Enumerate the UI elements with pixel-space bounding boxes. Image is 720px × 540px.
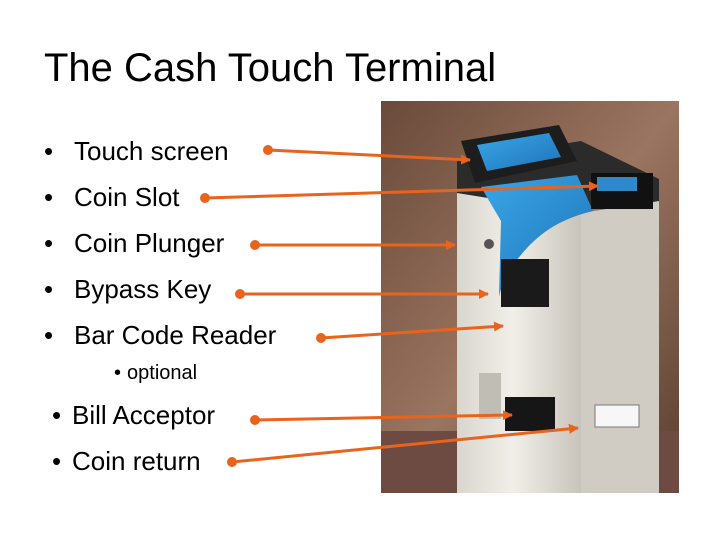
list-item-label: Coin Plunger	[74, 228, 225, 258]
bullet: •	[44, 136, 54, 166]
arrow-dot	[235, 289, 245, 299]
sub-item: •optional	[114, 360, 197, 386]
arrow-dot	[250, 240, 260, 250]
card-reader	[501, 259, 549, 307]
list-item-label: Bill Acceptor	[72, 400, 216, 430]
arrow-dot	[200, 193, 210, 203]
list-item-label: Bypass Key	[74, 274, 212, 304]
bullet: •	[44, 274, 54, 304]
list-item-label: Coin Slot	[74, 182, 180, 212]
sub-item-label: optional	[127, 362, 198, 384]
bypass-key-lock	[484, 239, 494, 249]
slide-title: The Cash Touch Terminal	[44, 46, 497, 90]
coin-return	[594, 404, 640, 428]
bullet: •	[114, 362, 122, 384]
bullet: •	[44, 320, 54, 350]
coin-slot-label	[597, 177, 637, 191]
list-item-label: Coin return	[72, 446, 201, 476]
list-item-label: Touch screen	[74, 136, 229, 166]
arrow-dot	[250, 415, 260, 425]
touch-screen	[477, 133, 561, 171]
bullet: •	[44, 182, 54, 212]
service-panel	[479, 373, 501, 419]
cabinet-side	[581, 201, 659, 493]
bullet: •	[52, 400, 62, 430]
bill-acceptor	[505, 397, 555, 431]
arrow-dot	[263, 145, 273, 155]
bullet: •	[44, 228, 54, 258]
arrow-dot	[227, 457, 237, 467]
terminal-photo	[381, 101, 679, 493]
list-item-label: Bar Code Reader	[74, 320, 277, 350]
bullet: •	[52, 446, 62, 476]
arrow-dot	[316, 333, 326, 343]
